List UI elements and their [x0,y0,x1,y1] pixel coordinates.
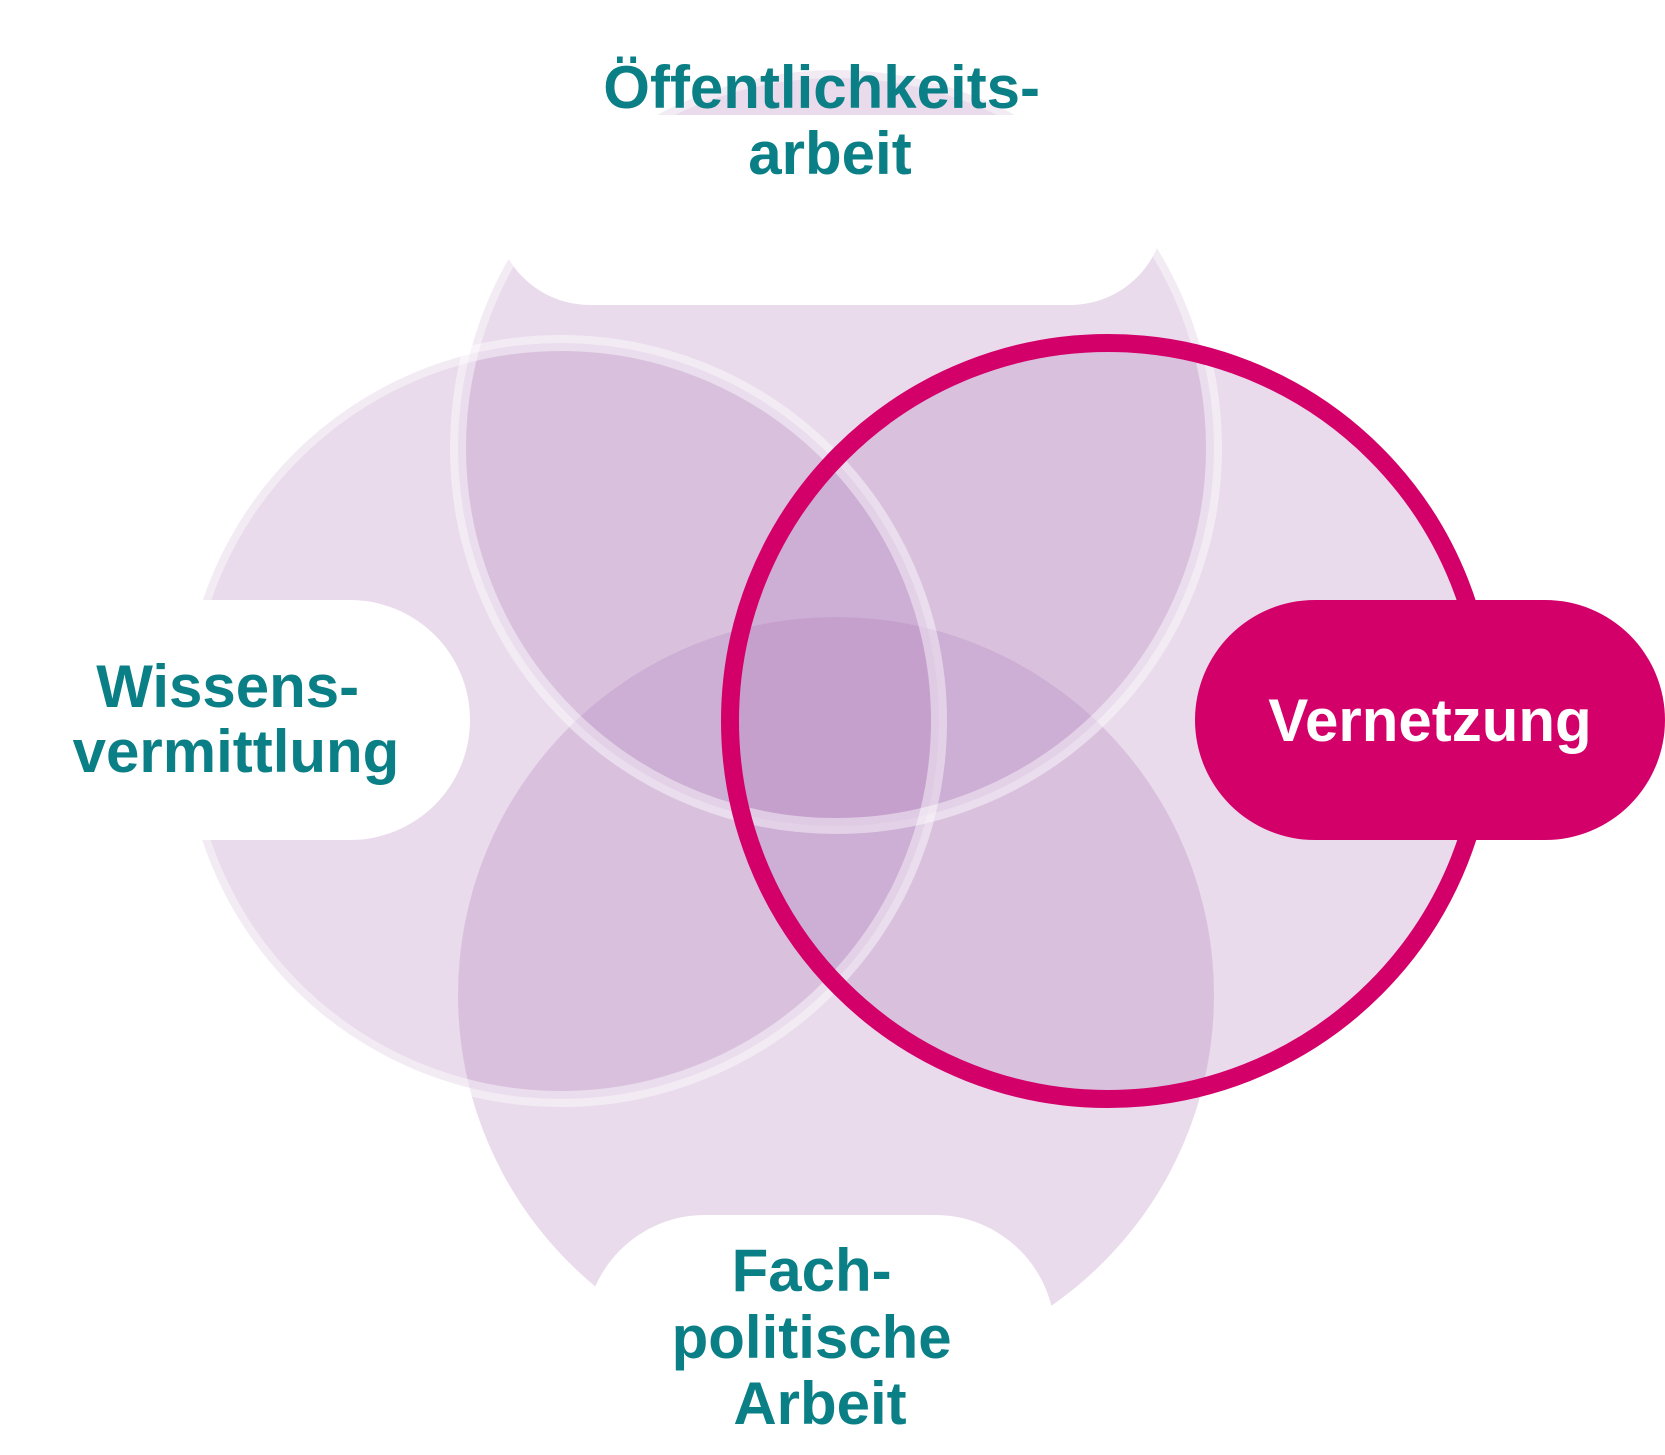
label-wissensvermittlung: Wissens- vermittlung [73,653,400,785]
label-bottom-line2: politische [672,1304,952,1371]
label-bottom-line3: Arbeit [733,1370,906,1437]
label-top-line2: arbeit [748,120,911,187]
circle-wissensvermittlung [183,343,939,1099]
label-oeffentlichkeitsarbeit: Öffentlichkeits- arbeit [603,54,1056,187]
circle-outline-top [450,62,1222,834]
circle-group [183,70,1486,1373]
label-bottom-line1: Fach- [732,1237,892,1304]
label-fachpolitische-arbeit: Fach- politische Arbeit [672,1237,969,1437]
label-vernetzung: Vernetzung [1268,687,1591,754]
label-top-line1: Öffentlichkeits- [603,54,1040,121]
label-left-line1: Wissens- [96,653,359,720]
circle-vernetzung [730,343,1486,1099]
label-left-line2: vermittlung [73,718,400,785]
vernetzung-pill [1195,600,1665,840]
